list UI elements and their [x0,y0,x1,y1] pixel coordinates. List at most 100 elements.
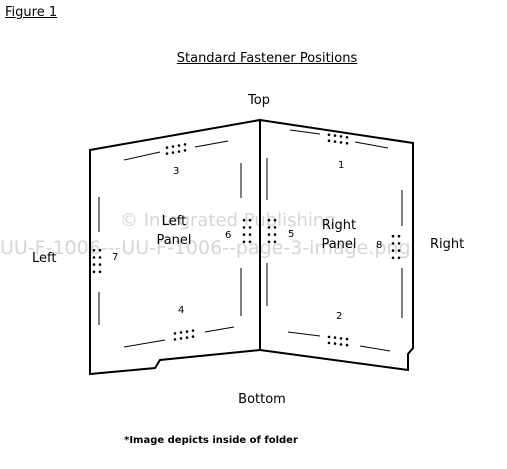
fastener-dot [179,337,183,340]
fastener-dot [397,234,401,238]
position-label-4: 4 [178,305,185,316]
fastener-dot [165,146,169,149]
fastener-dot [171,151,175,154]
label-top: Top [248,93,270,108]
fastener-dot [345,142,349,145]
fastener-dot [397,242,401,245]
fastener-dot [391,242,395,245]
fastener-dot [333,134,337,137]
fastener-dot [98,263,102,266]
left-panel-label-line1: Left [161,214,187,229]
fastener-dot [183,149,187,152]
guide-line-3a [123,151,161,161]
footnote: *Image depicts inside of folder [124,435,298,446]
guide-line-3b [194,140,229,148]
fastener-dot [327,335,331,339]
fastener-dot [391,256,395,260]
fastener-dots-8 [391,234,401,260]
fastener-dot [333,342,337,345]
fastener-dot [173,338,177,341]
label-left: Left [32,251,57,266]
position-label-6: 6 [225,230,232,241]
position-label-7: 7 [112,252,119,263]
fastener-dot [391,249,395,252]
fastener-dot [267,226,271,229]
fastener-dot [92,263,96,266]
fastener-dot [242,233,246,236]
fastener-dot [183,143,187,146]
guide-line-4b [204,326,235,333]
fastener-dot [267,233,271,236]
fastener-dot [333,140,337,143]
fastener-dots-1 [327,133,349,145]
fastener-dot [98,270,102,274]
fastener-dots-2 [327,335,349,347]
right-panel-label-line1: Right [321,218,357,233]
fastener-dot [177,150,181,153]
fastener-dot [171,145,175,148]
fastener-dot [273,226,277,229]
fastener-dot [391,234,395,238]
fastener-dot [242,226,246,229]
fastener-dots-3 [165,143,187,155]
right-panel-label-line2: Panel [321,237,357,252]
fastener-dot [345,136,349,139]
diagram-title: Standard Fastener Positions [176,51,358,66]
watermark-filename: UU-F-1006---UU-F-1006--page-3-image.png [0,237,411,259]
fastener-dot [92,256,96,259]
fastener-dot [397,249,401,252]
fastener-dot [339,343,343,346]
fastener-dot [191,335,195,338]
label-right: Right [430,237,465,252]
fastener-dot [327,341,331,345]
fastener-dot [248,240,252,244]
fastener-dot [242,218,246,222]
fastener-dot [98,248,102,252]
fastener-dot [397,256,401,260]
position-label-1: 1 [338,160,345,171]
fastener-dot [339,135,343,138]
figure-label: Figure 1 [5,5,58,20]
fastener-dot [185,330,189,333]
label-bottom: Bottom [238,392,286,407]
watermark-copyright: © Integrated Publishing [120,210,336,231]
fastener-dot [345,337,349,341]
fastener-dot [248,233,252,236]
fastener-dot [92,248,96,252]
fastener-dot [173,332,177,335]
guide-line-1a [289,129,321,135]
fastener-dot [273,233,277,236]
guide-line-2b [359,345,391,352]
guide-line-2a [287,331,321,337]
fastener-dot [327,139,331,142]
position-label-3: 3 [173,166,180,177]
fastener-dot [165,152,169,155]
fastener-dot [248,218,252,222]
position-label-5: 5 [288,229,295,240]
fastener-dot [339,337,343,340]
right-panel-outline [259,118,414,372]
fastener-dot [273,240,277,244]
fastener-dot [191,329,195,332]
fastener-dot [92,270,96,274]
fastener-dot [179,331,183,334]
fastener-dot [248,226,252,229]
fastener-dots-7 [92,248,102,274]
fastener-dots [92,133,401,347]
fastener-dot [267,240,271,244]
fastener-dot [267,218,271,222]
fastener-dot [242,240,246,244]
position-label-8: 8 [376,240,383,251]
fastener-dot [98,256,102,259]
fastener-dot [177,144,181,147]
fastener-dots-4 [173,329,195,341]
guide-line-1b [354,141,389,149]
fastener-dot [185,336,189,339]
fastener-dot [333,336,337,339]
guide-line-4a [123,339,166,348]
fastener-dots-6 [242,218,252,244]
position-label-2: 2 [336,311,343,322]
fastener-dots-5 [267,218,277,244]
fastener-dot [339,141,343,144]
